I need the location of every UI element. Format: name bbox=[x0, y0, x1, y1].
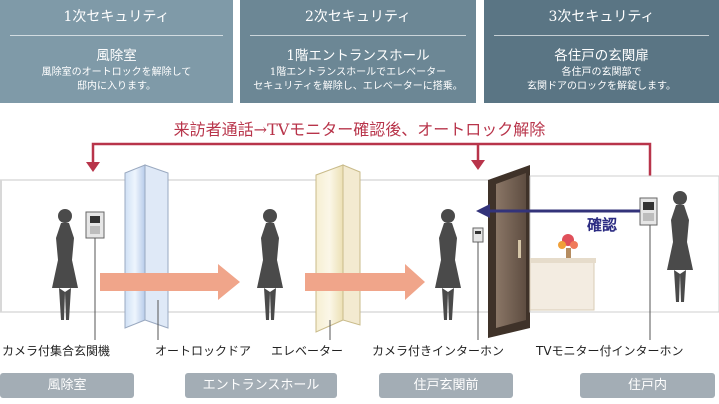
left-wall bbox=[0, 180, 2, 312]
apartment-interior bbox=[529, 175, 719, 313]
zone-badge-vestibule: 風除室 bbox=[0, 373, 134, 398]
flow-bracket-line bbox=[91, 142, 652, 198]
panel-subtitle: 1階エントランスホール bbox=[286, 48, 430, 64]
label-tv-monitor-interphone: TVモニター付インターホン bbox=[536, 344, 684, 358]
divider bbox=[10, 35, 223, 36]
apartment-door bbox=[488, 165, 530, 338]
flow-caption: 来訪者通話→TVモニター確認後、オートロック解除 bbox=[173, 120, 546, 139]
flow-arrowhead-left bbox=[86, 162, 100, 172]
elevator bbox=[315, 164, 361, 340]
panel-description: 1階エントランスホールでエレベーター セキュリティを解除し、エレベーターに搭乗。 bbox=[253, 67, 463, 92]
panel-subtitle: 風除室 bbox=[96, 48, 137, 64]
label-auto-lock-door: オートロックドア bbox=[155, 344, 252, 358]
zone-badge-front-door: 住戸玄関前 bbox=[379, 373, 513, 398]
label-camera-entry-panel: カメラ付集合玄関機 bbox=[2, 344, 111, 358]
panel-title: 1次セキュリティ bbox=[63, 9, 170, 25]
panel-description: 風除室のオートロックを解除して 邸内に入ります。 bbox=[41, 67, 192, 92]
confirm-label: 確認 bbox=[587, 216, 618, 234]
divider bbox=[250, 35, 466, 36]
label-elevator: エレベーター bbox=[271, 344, 344, 358]
panel-subtitle: 各住戸の玄関扉 bbox=[554, 48, 649, 64]
door-interphone bbox=[472, 227, 484, 340]
confirm-arrowhead bbox=[476, 204, 490, 218]
panel-title: 2次セキュリティ bbox=[304, 9, 412, 25]
walk-arrows bbox=[100, 264, 425, 300]
flow-arrowhead-middle bbox=[471, 160, 485, 170]
panel-description: 各住戸の玄関部で 玄関ドアのロックを解錠します。 bbox=[527, 67, 676, 92]
security-panel-1: 1次セキュリティ 風除室 風除室のオートロックを解除して 邸内に入ります。 bbox=[0, 0, 233, 103]
divider bbox=[494, 35, 709, 36]
zone-badge-inside-unit: 住戸内 bbox=[580, 373, 715, 398]
camera-entry-panel bbox=[85, 211, 105, 340]
panel-title: 3次セキュリティ bbox=[548, 9, 655, 25]
security-panel-2: 2次セキュリティ 1階エントランスホール 1階エントランスホールでエレベーター … bbox=[240, 0, 476, 103]
visitor-silhouette bbox=[52, 209, 461, 320]
auto-lock-door bbox=[124, 164, 169, 340]
label-door-interphone: カメラ付きインターホン bbox=[372, 344, 505, 358]
security-panel-3: 3次セキュリティ 各住戸の玄関扉 各住戸の玄関部で 玄関ドアのロックを解錠します… bbox=[484, 0, 719, 103]
zone-badge-entrance-hall: エントランスホール bbox=[185, 373, 337, 398]
